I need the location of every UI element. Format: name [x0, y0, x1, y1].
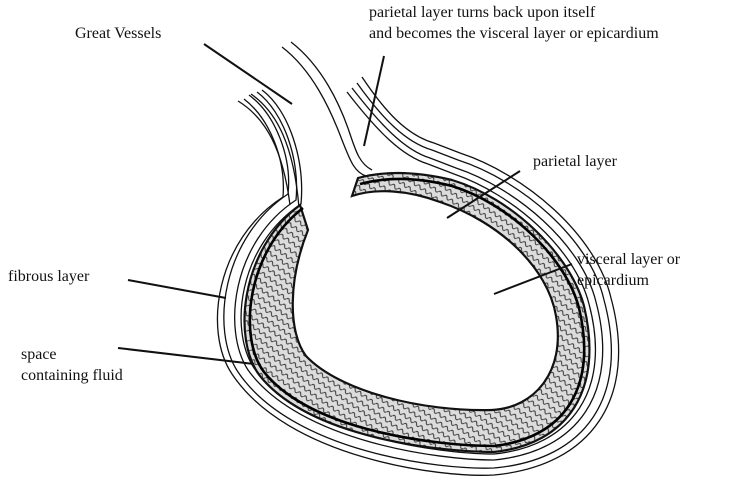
great-vessel-right-wall: [282, 47, 366, 176]
fibrous-leader: [128, 280, 226, 298]
label-parietal-layer: parietal layer: [533, 151, 617, 172]
space-line-2: containing fluid: [21, 365, 123, 386]
great-vessel-right-wall-2: [291, 42, 372, 170]
turns-back-line-2: and becomes the visceral layer or epicar…: [369, 23, 659, 44]
space-line-1: space: [21, 344, 123, 365]
great-vessel-left-wall: [238, 101, 290, 205]
label-fibrous-layer: fibrous layer: [8, 266, 89, 287]
label-space: space containing fluid: [21, 344, 123, 386]
visceral-line-1: visceral layer or: [577, 249, 680, 270]
turns-back-line-1: parietal layer turns back upon itself: [369, 2, 659, 23]
space-leader: [118, 348, 254, 364]
label-great-vessels: Great Vessels: [75, 23, 161, 44]
label-turns-back: parietal layer turns back upon itself an…: [369, 2, 659, 44]
label-visceral-layer: visceral layer or epicardium: [577, 249, 680, 291]
fibrous-text: fibrous layer: [8, 266, 89, 287]
great-vessels-leader: [204, 44, 292, 104]
visceral-line-2: epicardium: [577, 270, 680, 291]
parietal-text: parietal layer: [533, 151, 617, 172]
great-vessels-text: Great Vessels: [75, 23, 161, 44]
